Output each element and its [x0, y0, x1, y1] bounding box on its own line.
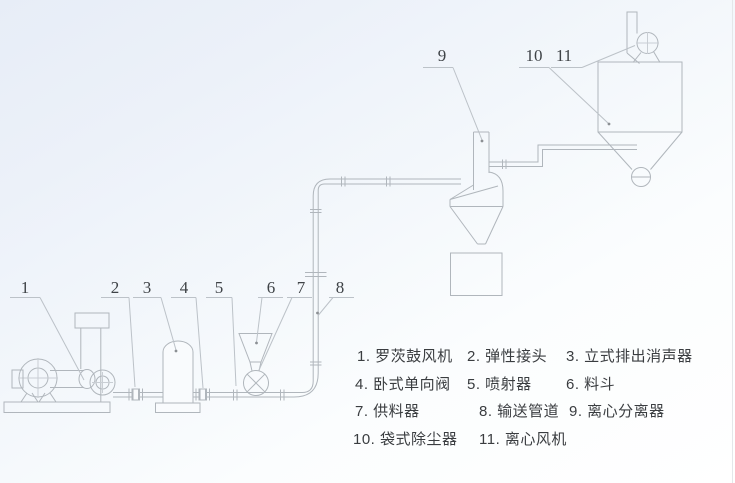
marker-5: 5 [214, 278, 224, 297]
marker-6: 6 [266, 278, 276, 297]
leader-lines [10, 46, 635, 389]
marker-11: 11 [555, 46, 573, 65]
centrifugal-fan [627, 12, 660, 64]
bag-dust-collector [598, 62, 682, 187]
legend-item-9: 9. 离心分离器 [569, 403, 665, 420]
legend-item-7: 7. 供料器 [355, 403, 420, 420]
cyclone-separator [450, 132, 637, 244]
legend-item-10: 10. 袋式除尘器 [353, 430, 458, 448]
collection-bin [451, 253, 503, 296]
marker-9: 9 [437, 46, 447, 65]
check-valve [196, 389, 210, 401]
legend-item-8: 8. 输送管道 [479, 403, 560, 420]
marker-7: 7 [296, 278, 306, 297]
marker-1: 1 [20, 278, 30, 297]
roots-blower [4, 313, 115, 413]
marker-3: 3 [142, 278, 152, 297]
page-edge-divider [732, 0, 733, 483]
legend-item-3: 3. 立式排出消声器 [566, 348, 693, 365]
marker-8: 8 [335, 278, 345, 297]
legend-item-11: 11. 离心风机 [479, 430, 567, 448]
conveying-pipe [113, 177, 461, 401]
legend-item-6: 6. 料斗 [566, 375, 616, 393]
rotary-feeder [244, 371, 269, 396]
legend-item-4: 4. 卧式单向阀 [355, 375, 451, 393]
discharge-silencer [156, 341, 201, 413]
legend-item-1: 1. 罗茨鼓风机 [357, 348, 453, 365]
marker-4: 4 [179, 278, 189, 297]
marker-10: 10 [525, 46, 543, 65]
legend-item-2: 2. 弹性接头 [467, 348, 548, 365]
marker-2: 2 [110, 278, 120, 297]
legend-item-5: 5. 喷射器 [467, 375, 532, 393]
flexible-joint [129, 389, 143, 401]
